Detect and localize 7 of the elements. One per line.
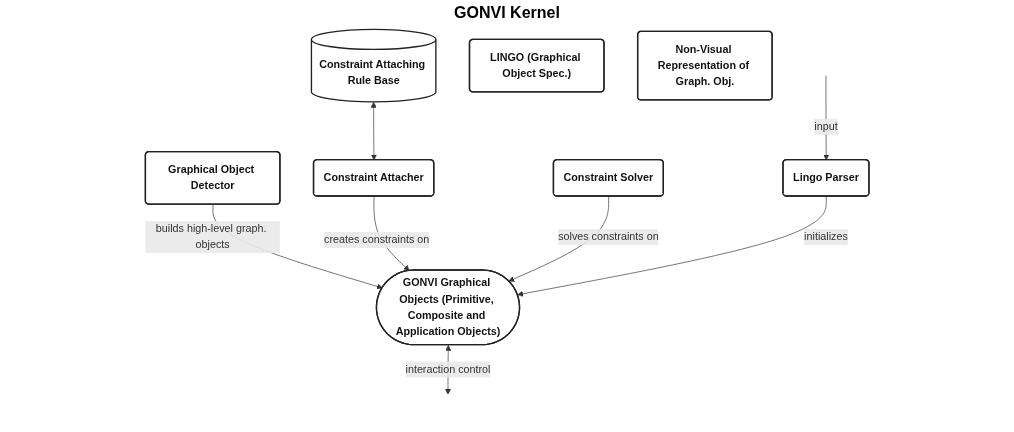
edge-label: input [814,120,838,133]
edge-label: interaction control [405,363,491,375]
edge-label: creates constraints on [323,233,430,246]
edge-label: solves constraints on [557,230,659,243]
diagram-title: GONVI Kernel [453,4,561,22]
edge-label: builds high-level graph. objects [155,222,267,251]
edge-label: initializes [803,230,848,243]
